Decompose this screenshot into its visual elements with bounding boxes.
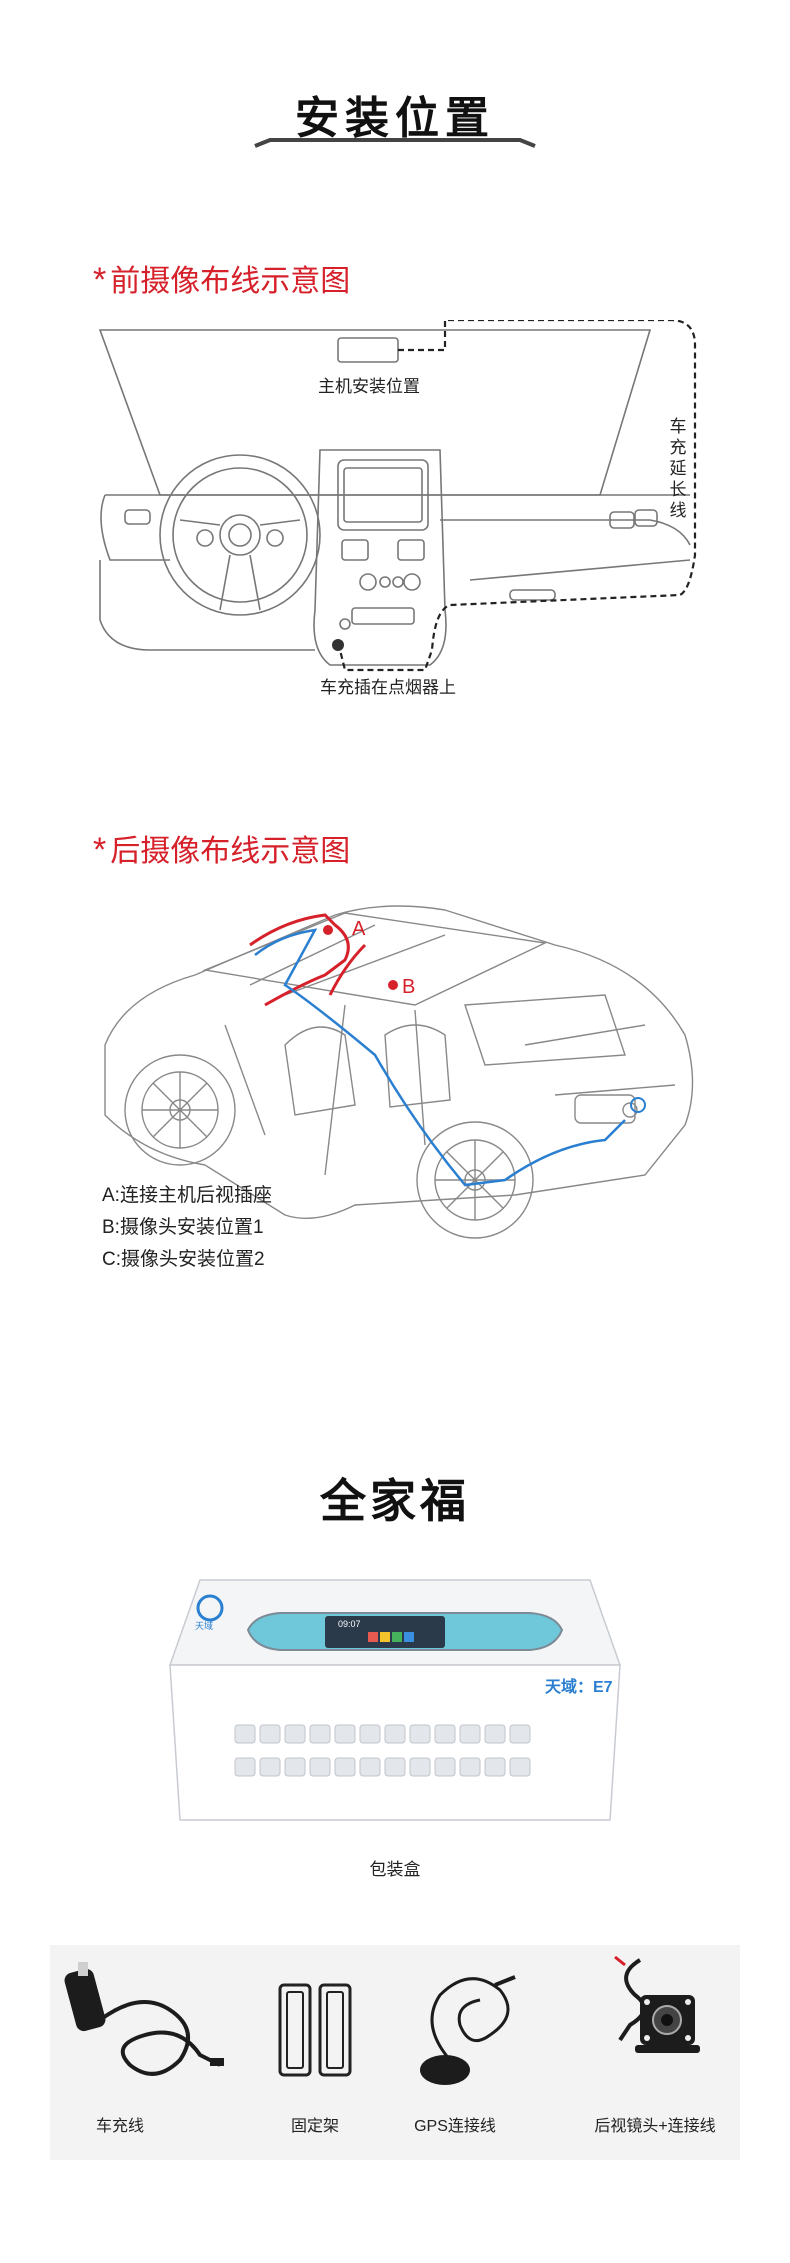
car-charger-cable-icon	[64, 1962, 224, 2076]
blue-wire	[254, 928, 626, 1187]
host-position-label: 主机安装位置	[318, 377, 420, 396]
legend-item-c: C:摄像头安装位置2	[102, 1249, 265, 1270]
box-model-text: 天域：E7	[545, 1679, 613, 1696]
accessory-label-rear-camera: 后视镜头+连接线	[594, 2118, 716, 2135]
lighter-note: 车充插在点烟器上	[320, 678, 456, 697]
extension-cable-route	[338, 320, 697, 672]
rear-camera-icon	[614, 1955, 700, 2053]
accessory-label-charger: 车充线	[95, 2118, 144, 2135]
box-caption: 包装盒	[369, 1860, 421, 1879]
family-title: 全家福	[320, 1475, 470, 1527]
accessory-label-gps: GPS连接线	[414, 2118, 496, 2135]
package-box-image	[168, 1579, 622, 1821]
asterisk-mark: *	[93, 831, 107, 869]
install-title-underline	[254, 138, 536, 148]
asterisk-mark: *	[93, 261, 107, 299]
front-wiring-heading: *前摄像布线示意图	[93, 261, 351, 299]
legend-item-b: B:摄像头安装位置1	[102, 1217, 264, 1238]
rear-car-wiring-diagram	[104, 905, 694, 1239]
box-screen-time: 09:07	[338, 1619, 361, 1629]
marker-b: B	[402, 976, 416, 998]
box-logo-text: 天域	[195, 1621, 214, 1631]
red-wire	[249, 913, 350, 1007]
accessory-label-bracket: 固定架	[290, 2118, 339, 2135]
legend-item-a: A:连接主机后视插座	[102, 1185, 272, 1206]
install-title: 安装位置	[295, 94, 495, 143]
extension-cable-label: 车 充 延 长 线	[669, 417, 687, 520]
rear-wiring-heading: *后摄像布线示意图	[93, 831, 351, 869]
rear-legend: A:连接主机后视插座 B:摄像头安装位置1 C:摄像头安装位置2	[102, 1180, 272, 1276]
mount-bracket-icon	[278, 1983, 352, 2077]
gps-antenna-icon	[420, 1975, 516, 2085]
front-dashboard-diagram	[98, 320, 697, 672]
marker-a: A	[352, 918, 366, 940]
